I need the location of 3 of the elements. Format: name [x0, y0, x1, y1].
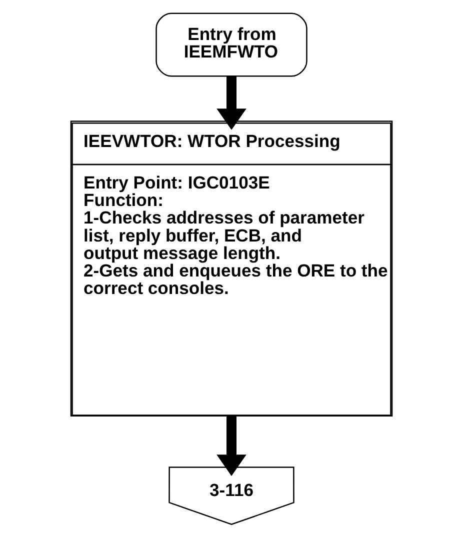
arrow [216, 76, 246, 130]
node-box: Entry from IEEMFWTO [156, 12, 308, 77]
arrow [216, 416, 246, 476]
